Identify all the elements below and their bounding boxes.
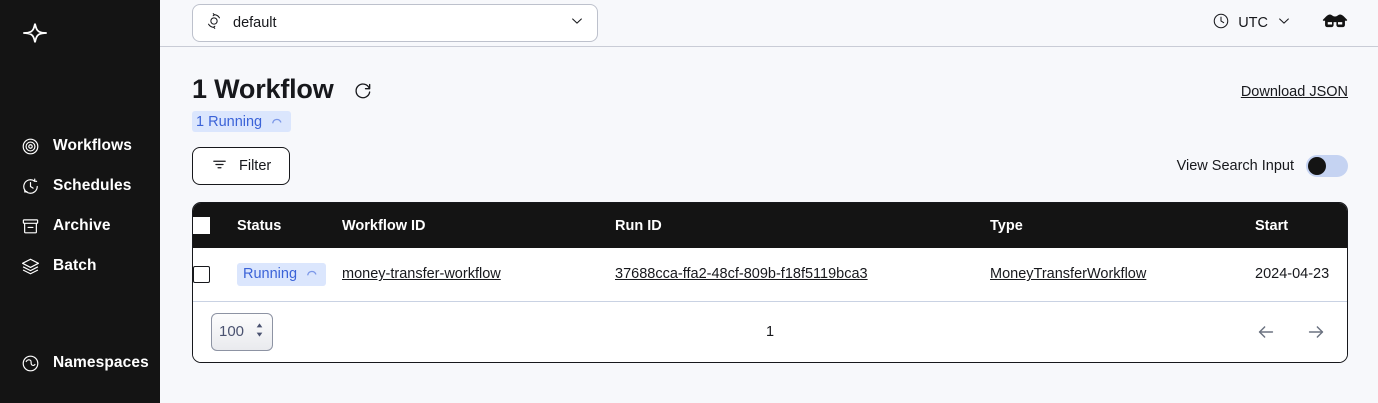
schedules-clock-icon (20, 176, 40, 196)
select-all-checkbox[interactable] (193, 217, 210, 234)
workflows-table-card: Status Workflow ID Run ID Type Start (192, 202, 1348, 363)
archive-box-icon (20, 216, 40, 236)
cell-type: MoneyTransferWorkflow (990, 248, 1255, 302)
sidebar-item-label: Archive (53, 217, 111, 234)
sidebar-item-namespaces[interactable]: Namespaces (0, 343, 160, 383)
status-badge-list: 1 Running (192, 111, 1348, 132)
workflow-type-link[interactable]: MoneyTransferWorkflow (990, 266, 1147, 283)
download-json-link[interactable]: Download JSON (1240, 84, 1348, 100)
page-header-row: 1 Workflow Download JSON (192, 47, 1348, 103)
select-all-header (193, 203, 237, 248)
workflows-spiral-icon (20, 136, 40, 156)
running-badge-label: 1 Running (196, 113, 263, 130)
view-search-input-control: View Search Input (1177, 155, 1348, 177)
sidebar-item-label: Schedules (53, 177, 132, 194)
workflows-table: Status Workflow ID Run ID Type Start (193, 203, 1347, 302)
view-search-input-label: View Search Input (1176, 158, 1294, 174)
table-head: Status Workflow ID Run ID Type Start (193, 203, 1347, 248)
sidebar-item-label: Batch (53, 257, 97, 274)
filter-button-label: Filter (239, 158, 272, 174)
spinner-icon (271, 116, 283, 128)
view-search-input-toggle[interactable] (1306, 155, 1348, 177)
column-header-workflow-id[interactable]: Workflow ID (342, 203, 615, 248)
filter-icon (211, 156, 228, 177)
sidebar-item-label: Workflows (53, 137, 132, 154)
chevron-down-icon (569, 13, 585, 34)
glasses-icon (1322, 12, 1348, 35)
filter-button[interactable]: Filter (192, 147, 291, 185)
status-badge[interactable]: 1 Running (192, 111, 292, 132)
clock-icon (1212, 12, 1230, 35)
table-body: Running money-transfer-workflow (193, 248, 1347, 302)
row-select-cell (193, 248, 237, 302)
top-bar-right: UTC (1212, 12, 1348, 35)
cell-workflow-id: money-transfer-workflow (342, 248, 615, 302)
namespace-icon (205, 12, 223, 35)
status-badge[interactable]: Running (237, 262, 327, 286)
page-number: 1 (765, 323, 775, 340)
column-header-start[interactable]: Start (1255, 203, 1347, 248)
run-id-link[interactable]: 37688cca-ffa2-48cf-809b-f18f5119bca3 (615, 266, 868, 283)
main-area: default UTC (160, 0, 1378, 403)
sidebar-item-archive[interactable]: Archive (0, 206, 160, 246)
page-title: 1 Workflow (192, 74, 334, 104)
temporal-star-logo-icon[interactable] (18, 16, 52, 50)
spinner-icon (306, 268, 318, 280)
sidebar-item-schedules[interactable]: Schedules (0, 166, 160, 206)
sidebar-primary-nav: Workflows Schedules (0, 126, 160, 286)
pagination-controls (1253, 319, 1329, 345)
namespace-select[interactable]: default (192, 4, 598, 42)
status-badge-label: Running (243, 266, 298, 283)
toolbar: Filter View Search Input (192, 147, 1348, 185)
arrow-right-icon[interactable] (1303, 319, 1329, 345)
cell-run-id: 37688cca-ffa2-48cf-809b-f18f5119bca3 (615, 248, 990, 302)
sidebar-item-workflows[interactable]: Workflows (0, 126, 160, 166)
top-bar: default UTC (160, 0, 1378, 47)
cell-start: 2024-04-23 (1255, 248, 1347, 302)
row-checkbox[interactable] (193, 265, 210, 283)
page-content: 1 Workflow Download JSON 1 Running (160, 47, 1378, 363)
namespaces-circle-icon (20, 353, 40, 373)
table-footer: 100 1 (193, 301, 1347, 362)
column-header-status[interactable]: Status (237, 203, 342, 248)
page-size-value: 100 (219, 323, 245, 340)
batch-layers-icon (20, 256, 40, 276)
timezone-label: UTC (1238, 15, 1268, 31)
cell-status: Running (237, 248, 342, 302)
stepper-arrows-icon (254, 322, 265, 342)
refresh-icon[interactable] (352, 79, 374, 101)
labs-mode-button[interactable] (1322, 12, 1348, 35)
arrow-left-icon[interactable] (1253, 319, 1279, 345)
sidebar-item-batch[interactable]: Batch (0, 246, 160, 286)
table-header-row: Status Workflow ID Run ID Type Start (193, 203, 1347, 248)
page-size-select[interactable]: 100 (211, 312, 273, 351)
chevron-down-icon (1276, 13, 1292, 34)
column-header-run-id[interactable]: Run ID (615, 203, 990, 248)
toggle-knob (1308, 157, 1326, 175)
namespace-value: default (233, 15, 277, 31)
workflow-id-link[interactable]: money-transfer-workflow (342, 266, 501, 283)
sidebar-item-label: Namespaces (53, 354, 149, 371)
sidebar: Workflows Schedules (0, 0, 160, 403)
sidebar-secondary-nav: Namespaces (0, 343, 160, 383)
timezone-select[interactable]: UTC (1212, 12, 1292, 35)
column-header-type[interactable]: Type (990, 203, 1255, 248)
table-row[interactable]: Running money-transfer-workflow (193, 248, 1347, 302)
